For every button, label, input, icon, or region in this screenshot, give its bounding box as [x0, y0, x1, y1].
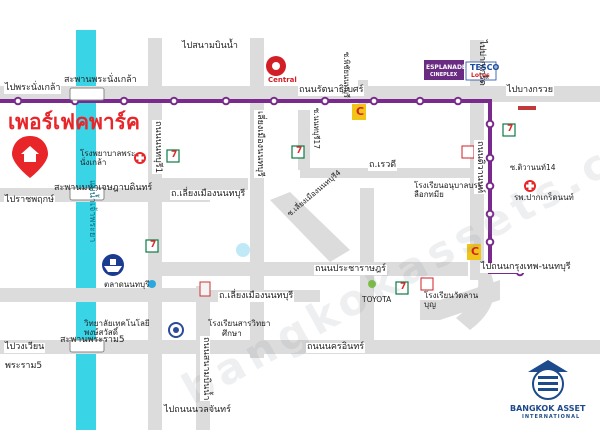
label-nakhon-in: ถนนนครอินทร์ — [306, 342, 366, 353]
cinema-icon — [424, 60, 464, 80]
hospital-icon — [524, 180, 536, 192]
big-c-icon — [352, 104, 481, 260]
seven-label: 7 — [296, 146, 303, 156]
label-rewadee: ถ.เรวดี — [368, 160, 398, 171]
label-nonthaburi1: ถนนนนทบุรี1 — [152, 120, 163, 175]
seven-label: 7 — [400, 282, 407, 292]
seven-label: 7 — [171, 150, 178, 160]
market-icon — [148, 280, 156, 288]
label-market: ตลาดนนทบุรี — [104, 280, 150, 289]
label-school-bottom-2: ศึกษา — [222, 329, 242, 338]
seven-label: 7 — [507, 124, 514, 134]
label-liang-muang-bottom: ถ.เลี่ยงเมืองนนทบุรี — [218, 291, 295, 302]
label-to-bang-khwang: ไปวงเวียน — [4, 342, 46, 353]
project-title: เพอร์เฟคพาร์ค — [8, 110, 140, 134]
bangkok-asset-logo — [528, 360, 568, 400]
toyota-icon — [368, 280, 376, 288]
hospital-icon — [134, 152, 146, 164]
seven-eleven-icon — [145, 123, 516, 295]
label-to-pak-kret: ไปปากเกร็ด — [477, 40, 487, 86]
ship-icon — [102, 254, 124, 276]
bangkok-asset-sub: INTERNATIONAL — [522, 414, 581, 420]
label-college: วิทยาลัยเทคโนโลยีพงษ์สวัสดิ์ — [84, 319, 150, 337]
label-soi-phichai: ซ.พิชัยนนทบุรี — [342, 52, 351, 98]
label-river: แม่น้ำเจ้าพระยา — [87, 180, 97, 243]
seven-label: 7 — [150, 240, 157, 250]
label-soi-nonthaburi17: ซ.นนทบุรี17 — [312, 108, 321, 150]
central-icon — [266, 56, 286, 76]
big-c-label-2: C — [471, 245, 480, 258]
label-school-wat: โรงเรียนวัดลานบุญ — [424, 291, 479, 309]
label-prachachuen: ถนนประชาราษฎร์ — [314, 264, 387, 275]
esplanade-sub-label: CINEPLEX — [430, 72, 458, 78]
bangkok-asset-name: BANGKOK ASSET — [510, 404, 586, 413]
label-to-bang-kruai: ไปบางกรวย — [506, 85, 555, 96]
label-liang-muang-vertical: เลี่ยงเมืองนนทบุรี — [254, 110, 265, 178]
tesco-label: TESCO — [470, 63, 500, 72]
label-phra-ram5-bridge: สะพานพระราม5 — [60, 335, 125, 345]
project-location-pin[interactable] — [12, 136, 48, 178]
route-stops — [13, 96, 525, 277]
label-to-phra-nang-klao: ไปพระนั่งเกล้า — [4, 83, 62, 94]
label-toyota: TOYOTA — [362, 295, 392, 304]
label-to-bangkok-nonthaburi: ไปถนนกรุงเทพ-นนทบุรี — [480, 262, 572, 273]
label-liang-muang-mid: ถ.เลี่ยงเมืองนนทบุรี — [170, 189, 247, 200]
label-soi-tiwanon14: ซ.ติวานนท์14 — [510, 163, 556, 172]
label-hospital-left: โรงพยาบาลพระนั่งเกล้า — [80, 149, 136, 167]
siriraj-icon — [516, 104, 538, 120]
esplanade-label: ESPLANADE — [426, 64, 467, 71]
big-c-s-icon — [420, 145, 475, 291]
label-school-right: โรงเรียนอนุบาลบรรลือกทมีย — [414, 181, 483, 199]
big-c-label: C — [356, 105, 365, 118]
label-hospital-right: รพ.ปากเกร็ดนนท์ — [514, 193, 574, 202]
water-icon — [236, 243, 250, 257]
tesco-sub-label: Lotus — [471, 72, 490, 79]
label-to-nuan-chawi: ไปถนนนวลจันทร์ — [164, 405, 231, 415]
label-to-airport: ไปสนามบินน้ำ — [182, 41, 238, 51]
label-phra-nang-klao-bridge: สะพานพระนั่งเกล้า — [64, 75, 137, 85]
central-label: Central — [268, 76, 297, 84]
college-icon — [168, 322, 184, 338]
label-phra-ram5: พระราม5 — [4, 361, 44, 372]
label-school-bottom: โรงเรียนสารวิทยา — [208, 319, 271, 328]
label-sanambinnam: ถนนสนามบินน้ำ — [200, 336, 211, 402]
river — [76, 30, 96, 430]
label-jessadabodin-bridge: สะพานมหาเจษฎาบดินทร์ — [54, 183, 153, 193]
tesco-icon — [465, 61, 497, 81]
label-rattanathibet: ถนนรัตนาธิเบศร์ — [298, 85, 365, 96]
school-icon — [199, 281, 211, 297]
bridge-markers — [69, 87, 105, 353]
label-to-ratchaphruek: ไปราชพฤกษ์ — [4, 195, 55, 206]
